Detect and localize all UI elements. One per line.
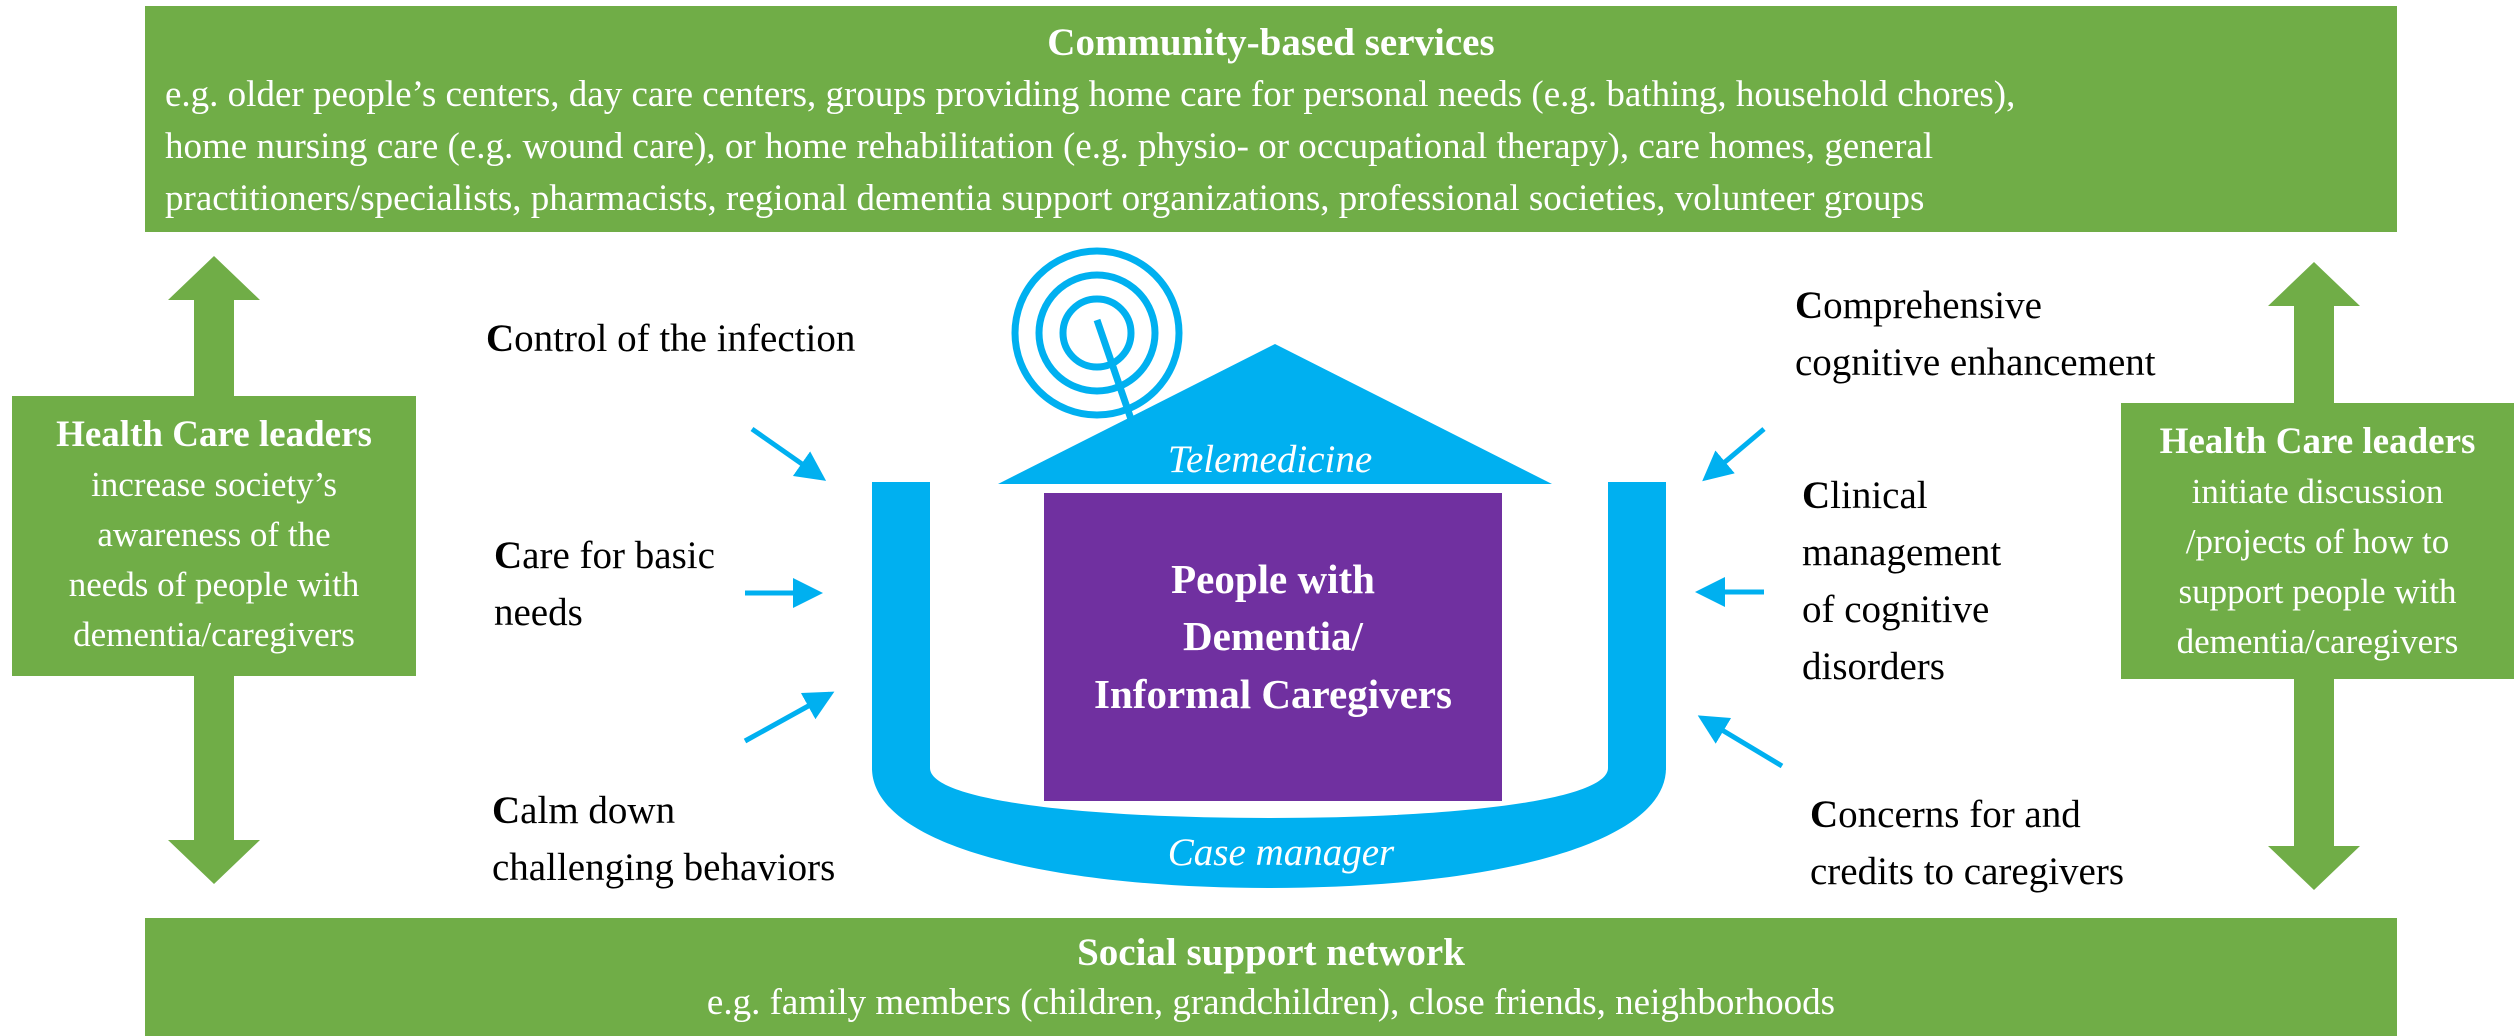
leader-left-box: Health Care leaders increase society’s a… — [12, 396, 416, 676]
item-initial: C — [1802, 474, 1831, 517]
item-text: credits to caregivers — [1810, 850, 2125, 893]
right-item-caregiver-concerns: Concerns for and credits to caregivers — [1810, 786, 2124, 900]
leader-left-title: Health Care leaders — [56, 414, 372, 455]
arrow-icon — [750, 426, 827, 481]
item-initial: C — [1810, 793, 1839, 836]
item-text: needs — [494, 591, 583, 634]
community-services-line: home nursing care (e.g. wound care), or … — [165, 126, 1934, 167]
item-text: disorders — [1802, 645, 1945, 688]
item-text: cognitive enhancement — [1795, 341, 2156, 384]
leader-right-title: Health Care leaders — [2159, 421, 2476, 462]
arrow-icon — [1697, 715, 1784, 769]
leader-right-box: Health Care leaders initiate discussion … — [2121, 403, 2514, 679]
item-initial: C — [1795, 284, 1824, 327]
right-item-clinical-management: Clinical management of cognitive disorde… — [1802, 467, 2001, 695]
item-text: omprehensive — [1823, 284, 2042, 327]
community-services-line: e.g. older people’s centers, day care ce… — [165, 74, 2016, 115]
item-text: oncerns for and — [1838, 793, 2081, 836]
item-initial: C — [492, 789, 521, 832]
core-label-line: Dementia/ — [1183, 613, 1364, 659]
house-walls — [872, 482, 1666, 888]
leader-right-line: /projects of how to — [2185, 522, 2450, 561]
right-item-cognitive-enhancement: Comprehensive cognitive enhancement — [1795, 277, 2156, 391]
leader-left-line: awareness of the — [97, 515, 331, 554]
leader-left-line: needs of people with — [68, 565, 360, 604]
item-initial: C — [486, 317, 515, 360]
social-support-subtitle: e.g. family members (children, grandchil… — [706, 982, 1836, 1023]
item-text: management — [1802, 531, 2002, 574]
arrow-icon — [743, 691, 835, 744]
case-manager-label: Case manager — [1168, 831, 1395, 874]
leader-left-line: increase society’s — [91, 465, 337, 504]
core-label-line: Informal Caregivers — [1094, 671, 1452, 717]
leader-left-line: dementia/caregivers — [73, 615, 355, 654]
leader-right-line: dementia/caregivers — [2176, 622, 2459, 661]
social-support-title: Social support network — [1077, 931, 1465, 974]
item-text: linical — [1830, 474, 1928, 517]
telemedicine-label: Telemedicine — [1168, 438, 1372, 481]
house-roof — [998, 344, 1552, 484]
left-item-calm-behaviors: Calm down challenging behaviors — [492, 782, 835, 896]
left-item-control-infection: Control of the infection — [486, 310, 855, 367]
item-text: of cognitive — [1802, 588, 1990, 631]
leader-right-line: support people with — [2178, 572, 2457, 611]
item-text: challenging behaviors — [492, 846, 836, 889]
arrow-icon — [1702, 427, 1766, 482]
community-services-box: Community-based services e.g. older peop… — [145, 6, 2397, 232]
community-services-line: practitioners/specialists, pharmacists, … — [165, 178, 1925, 219]
community-services-title: Community-based services — [1047, 21, 1495, 64]
leader-right-line: initiate discussion — [2191, 472, 2444, 511]
item-text: ontrol of the infection — [514, 317, 856, 360]
core-box — [1044, 493, 1502, 801]
social-support-box: Social support network e.g. family membe… — [145, 918, 2397, 1036]
item-initial: C — [494, 534, 523, 577]
core-label-line: People with — [1171, 556, 1375, 602]
item-text: are for basic — [522, 534, 715, 577]
left-item-basic-needs: Care for basic needs — [494, 527, 715, 641]
item-text: alm down — [520, 789, 676, 832]
